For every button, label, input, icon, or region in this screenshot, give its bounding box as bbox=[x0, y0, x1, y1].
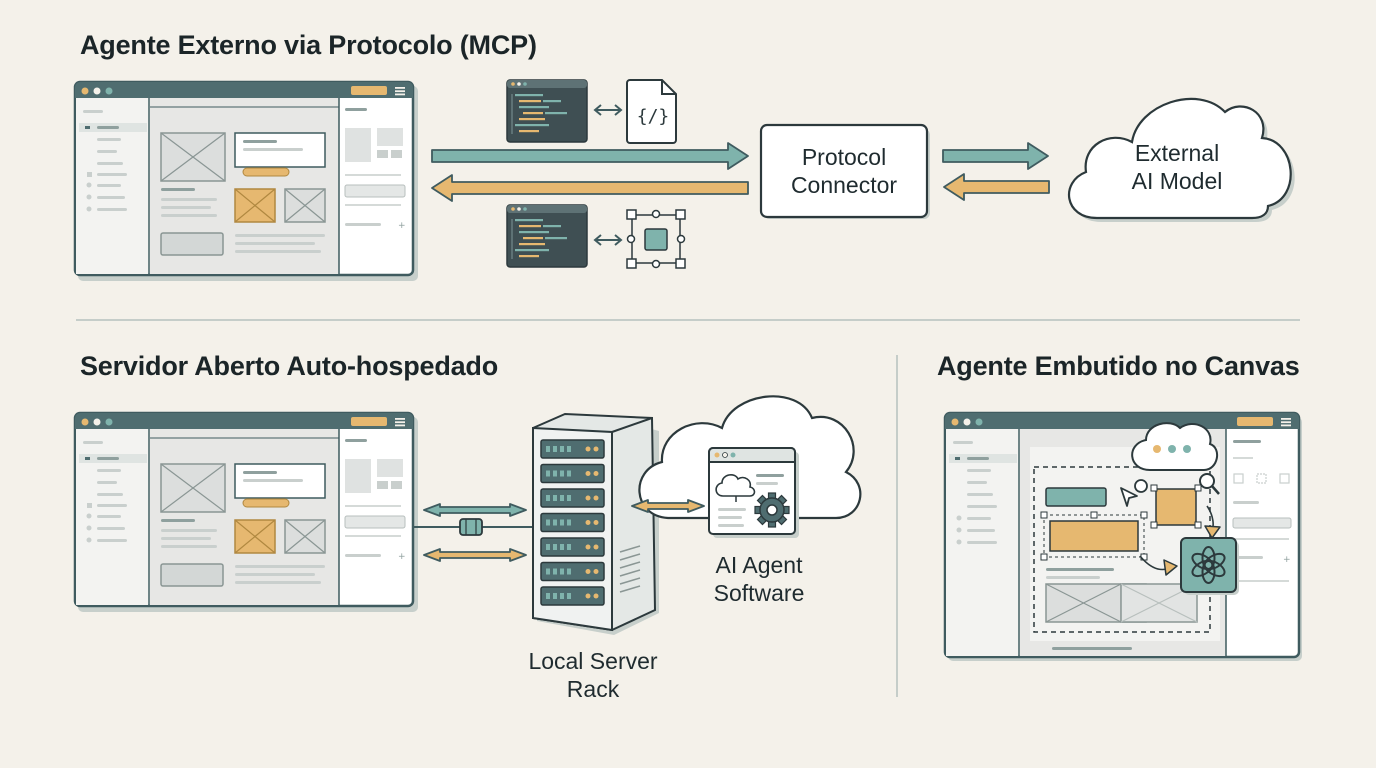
svg-text:{/}: {/} bbox=[637, 106, 670, 127]
app-window-self-hosted bbox=[73, 411, 420, 614]
server-unit bbox=[540, 488, 605, 508]
component-icon bbox=[626, 209, 686, 269]
double-arrow-small-top bbox=[594, 104, 622, 116]
external-model-label: External AI Model bbox=[1097, 139, 1257, 195]
agent-software-line-2: Software bbox=[713, 580, 805, 606]
arrows-to-server bbox=[414, 503, 532, 562]
external-model-line-1: External bbox=[1134, 140, 1220, 166]
app-window-embedded: + bbox=[943, 411, 1302, 661]
agent-software-label: AI Agent Software bbox=[684, 551, 834, 607]
section-title-embedded: Agente Embutido no Canvas bbox=[937, 351, 1300, 381]
chat-bubble-icon bbox=[1131, 422, 1219, 493]
server-unit bbox=[540, 537, 605, 557]
protocol-connector-line-2: Connector bbox=[790, 172, 898, 198]
protocol-connector-line-1: Protocol bbox=[801, 144, 887, 170]
section-divider-vertical bbox=[896, 355, 898, 697]
server-unit bbox=[540, 463, 605, 484]
double-arrow-small-bottom bbox=[594, 234, 622, 246]
server-unit bbox=[540, 439, 605, 459]
arrow-to-model bbox=[942, 142, 1049, 170]
code-file-icon: {/} bbox=[626, 79, 677, 144]
ai-logo-icon bbox=[1180, 537, 1239, 595]
gear-icon bbox=[754, 492, 790, 528]
agent-software-line-1: AI Agent bbox=[715, 552, 803, 578]
code-window-bottom bbox=[506, 204, 588, 268]
arrow-from-connector bbox=[431, 174, 749, 202]
agent-software-window bbox=[708, 447, 799, 538]
server-units bbox=[540, 439, 605, 606]
section-title-mcp: Agente Externo via Protocolo (MCP) bbox=[80, 30, 537, 60]
arrow-from-model bbox=[943, 173, 1050, 201]
cloud-icon bbox=[1068, 97, 1295, 222]
cloud-icon bbox=[715, 474, 756, 502]
local-server-line-1: Local Server bbox=[528, 648, 658, 674]
server-unit bbox=[540, 561, 605, 582]
section-divider-horizontal bbox=[76, 319, 1300, 321]
server-unit bbox=[540, 586, 605, 606]
app-window-mcp bbox=[73, 80, 420, 283]
external-model-line-2: AI Model bbox=[1131, 168, 1223, 194]
protocol-connector-box bbox=[759, 123, 930, 219]
code-window-top bbox=[506, 79, 588, 143]
magnifier-icon bbox=[1199, 473, 1220, 495]
local-server-label: Local Server Rack bbox=[503, 647, 683, 703]
arrow-server-to-agent bbox=[631, 499, 705, 513]
svg-text:+: + bbox=[1283, 555, 1291, 565]
protocol-connector-label: Protocol Connector bbox=[761, 143, 927, 199]
server-unit bbox=[540, 512, 605, 533]
curved-arrows bbox=[1139, 505, 1221, 576]
cursor-icon bbox=[1120, 487, 1138, 507]
section-title-self-hosted: Servidor Aberto Auto-hospedado bbox=[80, 351, 499, 381]
local-server-line-2: Rack bbox=[566, 676, 620, 702]
arrow-to-connector bbox=[431, 142, 749, 170]
